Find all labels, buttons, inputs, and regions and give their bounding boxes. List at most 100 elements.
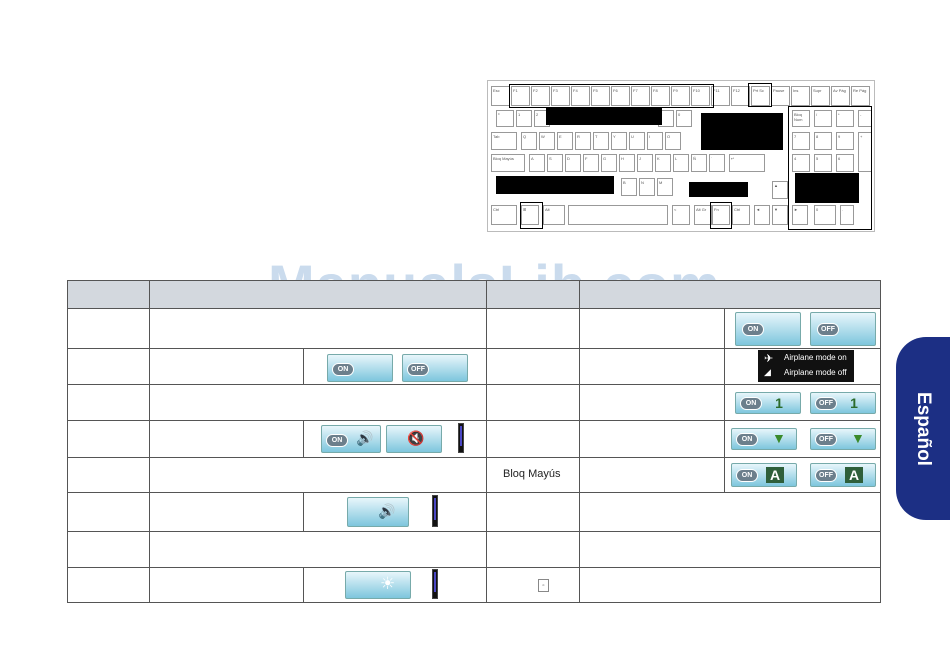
key-f3: F3 <box>551 86 570 106</box>
redacted-area <box>689 182 748 197</box>
caps-lock-on-icon: ON A <box>731 463 797 487</box>
key: º <box>496 110 514 127</box>
fn-keys-highlight <box>509 84 714 108</box>
key: J <box>637 154 653 172</box>
key: K <box>655 154 671 172</box>
key: A <box>529 154 545 172</box>
key-f8: F8 <box>651 86 670 106</box>
key: ´ <box>709 154 725 172</box>
volume-up-icon: 🔊 <box>347 497 409 527</box>
prtsc-highlight <box>748 83 772 107</box>
table-header <box>68 281 880 308</box>
key: E <box>557 132 573 150</box>
caps-lock-off-icon: OFF A <box>810 463 876 487</box>
key-f7: F7 <box>631 86 650 106</box>
key: B <box>621 178 637 196</box>
key-pause: Pause <box>771 86 790 106</box>
mute-off-icon: 🔇 <box>386 425 442 453</box>
key-fn: Fn <box>712 205 730 225</box>
key-f10: F10 <box>691 86 710 106</box>
key: 9 <box>836 132 854 150</box>
key: O <box>665 132 681 150</box>
num-lock-on-icon: ON 1 <box>735 392 801 414</box>
wireless-off-icon: OFF <box>810 312 876 346</box>
key-windows: ⊞ <box>521 205 539 225</box>
key-prt-sc: Prt Sc <box>751 86 770 106</box>
key: G <box>601 154 617 172</box>
key-f4: F4 <box>571 86 590 106</box>
volume-osd-muted <box>458 423 464 453</box>
volume-osd <box>432 495 438 527</box>
speaker-icon: 🔊 <box>356 430 374 446</box>
key-f12: F12 <box>731 86 750 106</box>
redacted-area <box>701 113 783 150</box>
key: Q <box>521 132 537 150</box>
key-arrow-up: ▲ <box>772 181 788 199</box>
signal-icon: ◢ <box>764 367 771 377</box>
key: N <box>639 178 655 196</box>
sun-icon: ☀ <box>380 574 396 593</box>
key-caps: Bloq Mayús <box>491 154 525 172</box>
numpad-highlight <box>788 106 872 230</box>
function-key-table: ON OFF ON OFF ✈ Airplane mode on ◢ Airpl… <box>67 280 881 603</box>
key: * <box>836 110 854 127</box>
scroll-lock-off-icon: OFF ▼ <box>810 428 876 450</box>
small-key-icon: ▫ <box>538 579 549 592</box>
key: 7 <box>792 132 810 150</box>
key-alt-gr: Alt Gr <box>694 205 712 225</box>
key-space <box>568 205 668 225</box>
redacted-area <box>496 176 614 194</box>
key: 0 <box>676 110 692 127</box>
key: R <box>575 132 591 150</box>
key-alt: Alt <box>543 205 565 225</box>
key-f11: F11 <box>711 86 730 106</box>
arrow-down-icon: ▼ <box>851 430 865 446</box>
key-ctrl-right: Ctrl <box>732 205 750 225</box>
num-lock-off-icon: OFF 1 <box>810 392 876 414</box>
key-num-lock: Bloq Num <box>792 110 810 127</box>
key: 1 <box>516 110 532 127</box>
key: D <box>565 154 581 172</box>
fn-key-highlight <box>710 202 732 229</box>
language-tab-label: Español <box>913 391 934 466</box>
key-f2: F2 <box>531 86 550 106</box>
key: T <box>593 132 609 150</box>
airplane-icon: ✈ <box>764 353 774 365</box>
key: I <box>647 132 663 150</box>
key: Ñ <box>691 154 707 172</box>
key-f1: F1 <box>511 86 530 106</box>
key: Y <box>611 132 627 150</box>
key: 6 <box>836 154 854 172</box>
key: . <box>840 205 854 225</box>
key-f5: F5 <box>591 86 610 106</box>
key-esc: Esc <box>491 86 510 106</box>
wireless-on-icon: ON <box>735 312 801 346</box>
key-f6: F6 <box>611 86 630 106</box>
key-f9: F9 <box>671 86 690 106</box>
key-arrow-left: ◄ <box>754 205 770 225</box>
key-tab: Tab <box>491 132 517 150</box>
brightness-osd <box>432 569 438 599</box>
speaker-icon: 🔊 <box>378 503 396 519</box>
key-enter: ↵ <box>729 154 765 172</box>
brightness-icon: ☀ <box>345 571 411 599</box>
key: S <box>547 154 563 172</box>
key: / <box>814 110 832 127</box>
airplane-mode-osd: ✈ Airplane mode on ◢ Airplane mode off <box>758 350 854 382</box>
arrow-down-icon: ▼ <box>772 430 786 446</box>
windows-key-highlight <box>520 202 543 229</box>
key-av-p-g: Av Pág <box>831 86 850 106</box>
redacted-area <box>546 108 662 125</box>
airplane-on-text: Airplane mode on <box>784 353 847 362</box>
key: 5 <box>814 154 832 172</box>
key: F <box>583 154 599 172</box>
key-supr: Supr <box>811 86 830 106</box>
key: 8 <box>814 132 832 150</box>
key: H <box>619 154 635 172</box>
touchpad-off-icon: OFF <box>402 354 468 382</box>
key: 4 <box>792 154 810 172</box>
key: M <box>657 178 673 196</box>
key: W <box>539 132 555 150</box>
touchpad-on-icon: ON <box>327 354 393 382</box>
